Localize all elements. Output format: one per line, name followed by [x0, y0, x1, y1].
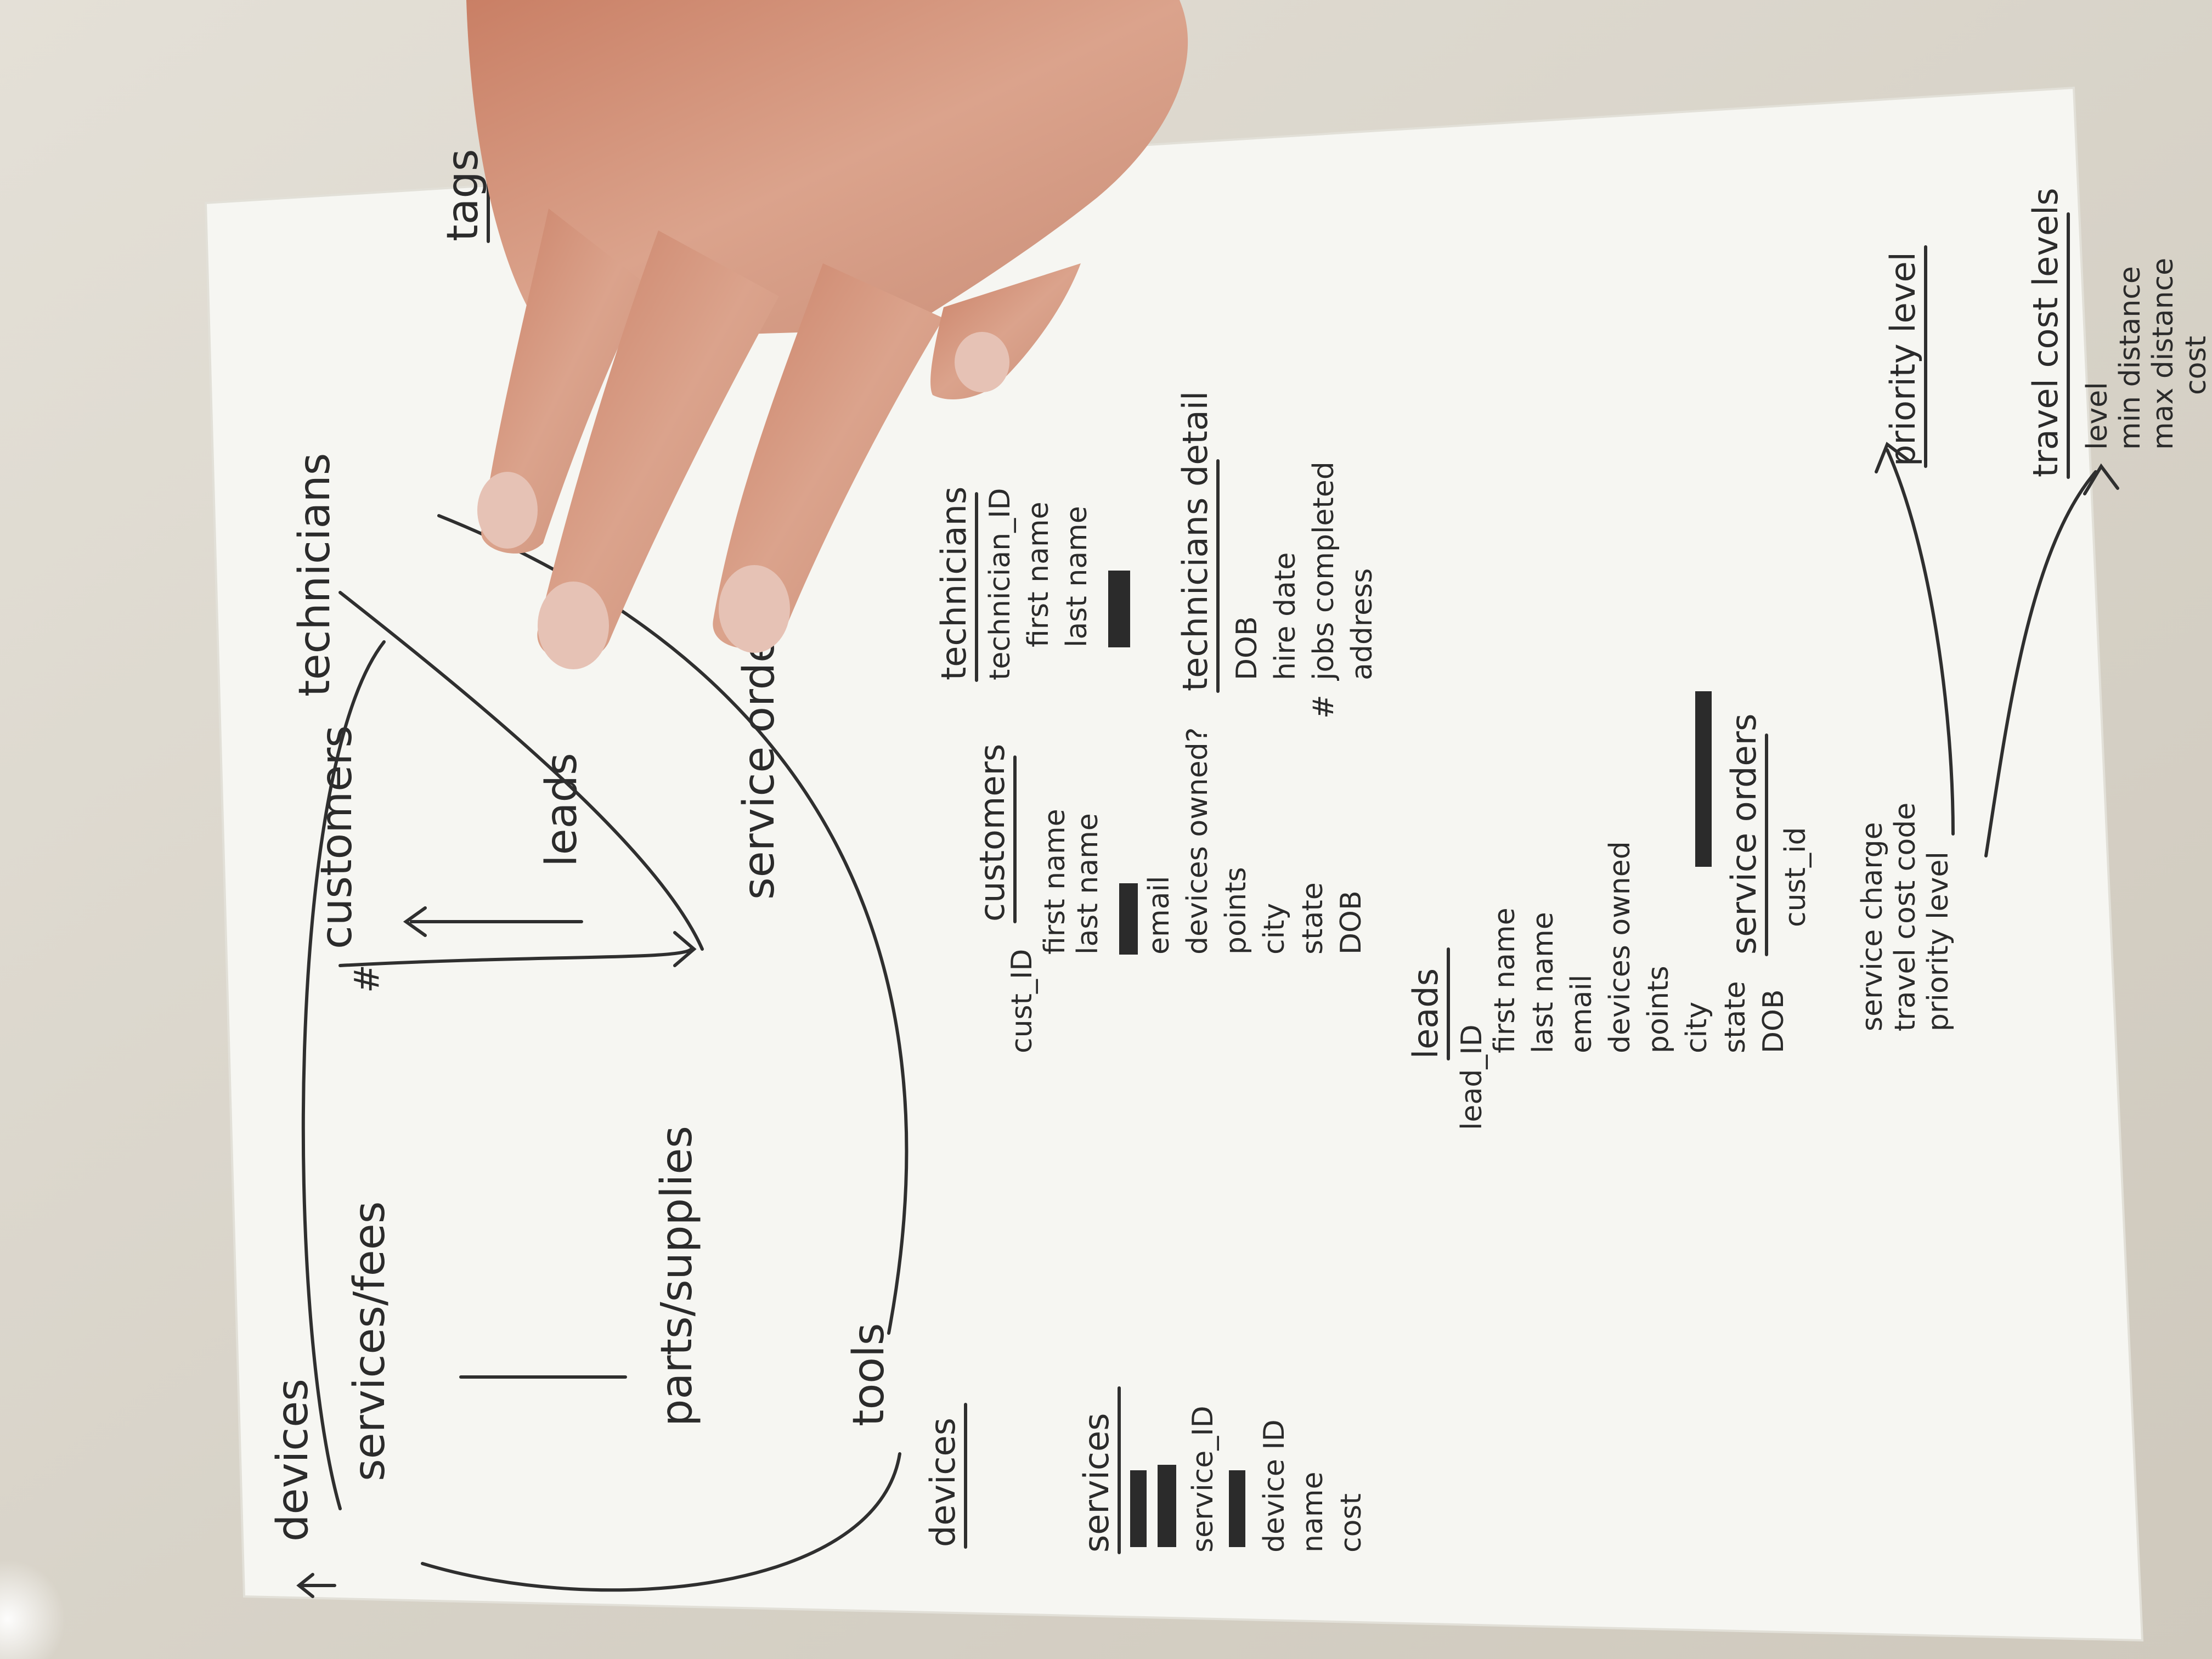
- fingernail-pinky: [955, 332, 1009, 392]
- node-devices: devices: [268, 1379, 318, 1542]
- scribble-services-2: [1158, 1465, 1176, 1547]
- service-orders-field: service charge: [1856, 822, 1889, 1031]
- technicians-field: technician_ID: [984, 488, 1017, 680]
- customers-field: email: [1143, 876, 1176, 955]
- customers-field: devices owned?: [1181, 727, 1214, 955]
- services-field: service_ID: [1187, 1406, 1220, 1553]
- customers-field: state: [1296, 882, 1329, 955]
- arrow-leads-to-customers: [403, 906, 583, 937]
- table-services-title: services: [1076, 1413, 1116, 1553]
- hand: [466, 0, 1188, 669]
- leads-field: state: [1719, 981, 1752, 1053]
- scribble-technicians: [1108, 571, 1130, 647]
- scribble-services-3: [1229, 1470, 1245, 1547]
- travel-cost-levels-field: cost: [2180, 336, 2212, 395]
- node-technicians: technicians: [290, 453, 340, 697]
- arrow-service-orders-to-priority: [1875, 442, 1955, 836]
- hash-mark-customers: #: [347, 964, 387, 993]
- table-service-orders-title: service orders: [1724, 714, 1764, 955]
- table-leads-title: leads: [1406, 968, 1446, 1059]
- travel-cost-levels-field: min distance: [2114, 266, 2147, 450]
- finger-middle: [537, 230, 779, 662]
- hash-mark-jobs: #: [1307, 695, 1340, 719]
- node-parts-supplies: parts/supplies: [652, 1126, 702, 1426]
- curve-tools-technicians: [437, 514, 909, 1335]
- technicians-detail-field: address: [1346, 568, 1379, 680]
- table-travel-cost-levels-title: travel cost levels: [2025, 188, 2066, 477]
- finger-index: [481, 208, 647, 554]
- travel-cost-levels-field: max distance: [2147, 258, 2180, 450]
- table-priority-level-title: priority level: [1883, 252, 1923, 466]
- technicians-field: last name: [1060, 506, 1093, 647]
- node-tags: tags: [438, 149, 488, 241]
- node-leads: leads: [537, 753, 586, 867]
- service-orders-field: cust_id: [1779, 827, 1812, 927]
- customers-field: points: [1220, 867, 1252, 955]
- scribble-service-orders: [1695, 691, 1712, 867]
- finger-ring: [713, 263, 944, 649]
- fingernail-middle: [538, 582, 609, 669]
- customers-field: cust_ID: [1006, 949, 1039, 1053]
- node-tools: tools: [844, 1323, 894, 1426]
- table-devices-title: devices: [923, 1418, 963, 1547]
- arrow-customers-to-service-orders: [338, 931, 697, 967]
- leads-field: city: [1680, 1002, 1713, 1053]
- leads-field: email: [1565, 975, 1598, 1053]
- technicians-detail-field: jobs completed: [1307, 461, 1340, 681]
- fingernail-index: [477, 472, 538, 549]
- services-field: name: [1296, 1472, 1329, 1553]
- technicians-detail-field: hire date: [1269, 552, 1302, 680]
- hand-palm: [466, 0, 1188, 340]
- arrow-service-orders-to-travel: [1984, 463, 2119, 857]
- service-orders-field: travel cost code: [1889, 803, 1922, 1031]
- table-customers-title: customers: [972, 744, 1012, 922]
- curve-services-tools: [421, 1452, 901, 1592]
- leads-field: lead_ID: [1455, 1024, 1488, 1130]
- services-field: device ID: [1258, 1419, 1291, 1553]
- service-orders-field: priority level: [1922, 851, 1955, 1031]
- travel-cost-levels-field: level: [2081, 382, 2114, 450]
- node-services-fees: services/fees: [345, 1201, 394, 1481]
- entity-diagram: devices services/fees parts/supplies too…: [268, 149, 2212, 1598]
- customers-field: last name: [1071, 813, 1104, 955]
- table-technicians-title: technicians: [934, 487, 974, 680]
- leads-field: first name: [1488, 907, 1521, 1053]
- customers-field: first name: [1039, 809, 1071, 955]
- leads-field: devices owned: [1604, 841, 1637, 1053]
- paper-sheet: [204, 86, 2144, 1642]
- curve-services-technicians: [301, 640, 386, 1510]
- leads-field: DOB: [1757, 989, 1790, 1053]
- leads-field: points: [1642, 966, 1675, 1053]
- scribble-services-1: [1130, 1470, 1147, 1547]
- customers-field: DOB: [1335, 890, 1368, 955]
- customers-field: city: [1258, 903, 1291, 955]
- services-field: cost: [1335, 1493, 1368, 1553]
- table-technicians-detail-title: technicians detail: [1175, 391, 1215, 691]
- arrow-devices-to-services: [296, 1573, 336, 1598]
- technicians-detail-field: DOB: [1231, 616, 1263, 680]
- scribble-customers: [1119, 883, 1138, 955]
- fingernail-ring: [719, 565, 790, 653]
- technicians-field: first name: [1022, 501, 1055, 647]
- leads-field: last name: [1527, 912, 1560, 1053]
- curve-technicians-to-service-orders: [338, 591, 704, 951]
